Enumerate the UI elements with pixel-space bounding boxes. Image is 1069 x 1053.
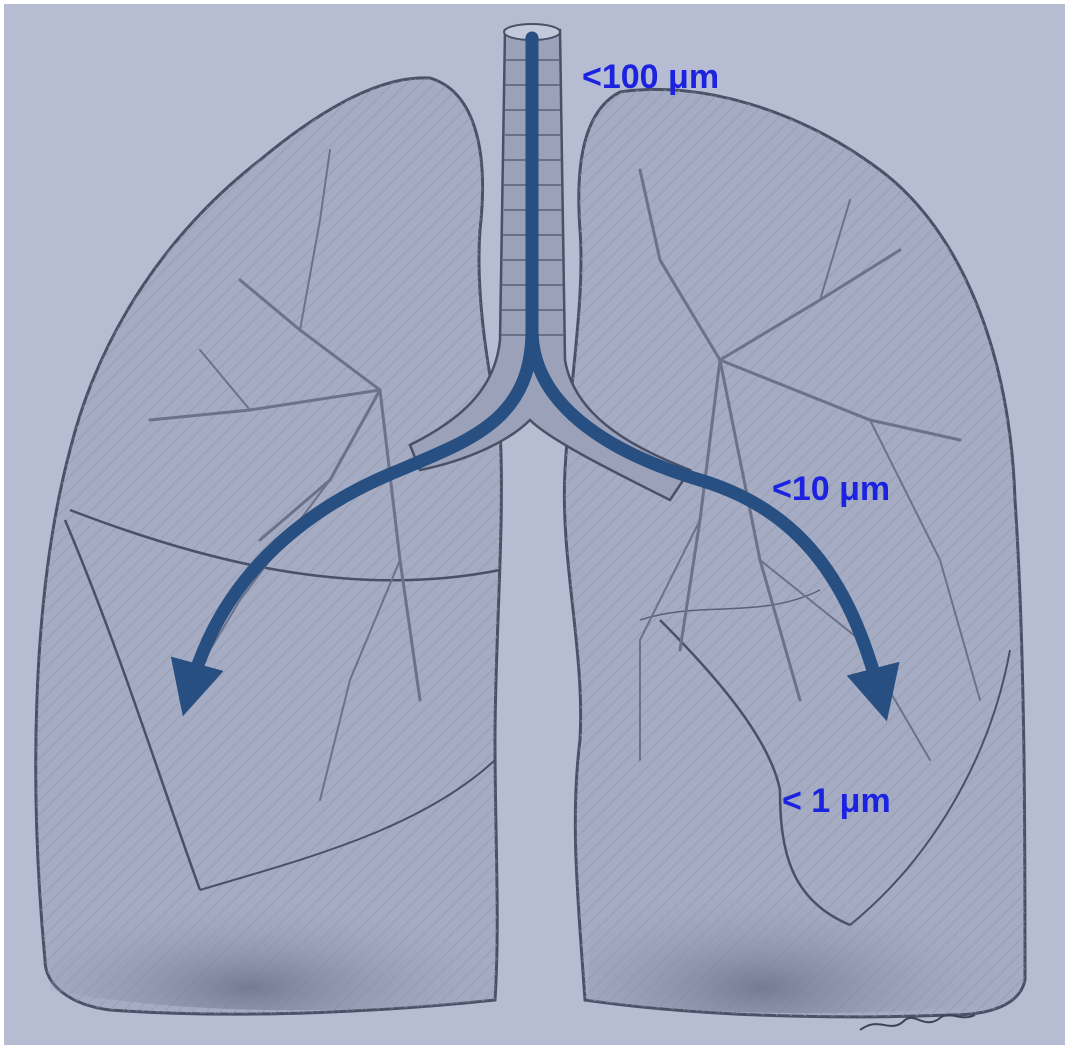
particle-size-label-bronchi: <10 μm (772, 470, 890, 509)
left-lung (564, 89, 1025, 1016)
particle-size-label-trachea: <100 μm (582, 58, 719, 97)
particle-size-label-alveoli: < 1 μm (782, 782, 891, 821)
